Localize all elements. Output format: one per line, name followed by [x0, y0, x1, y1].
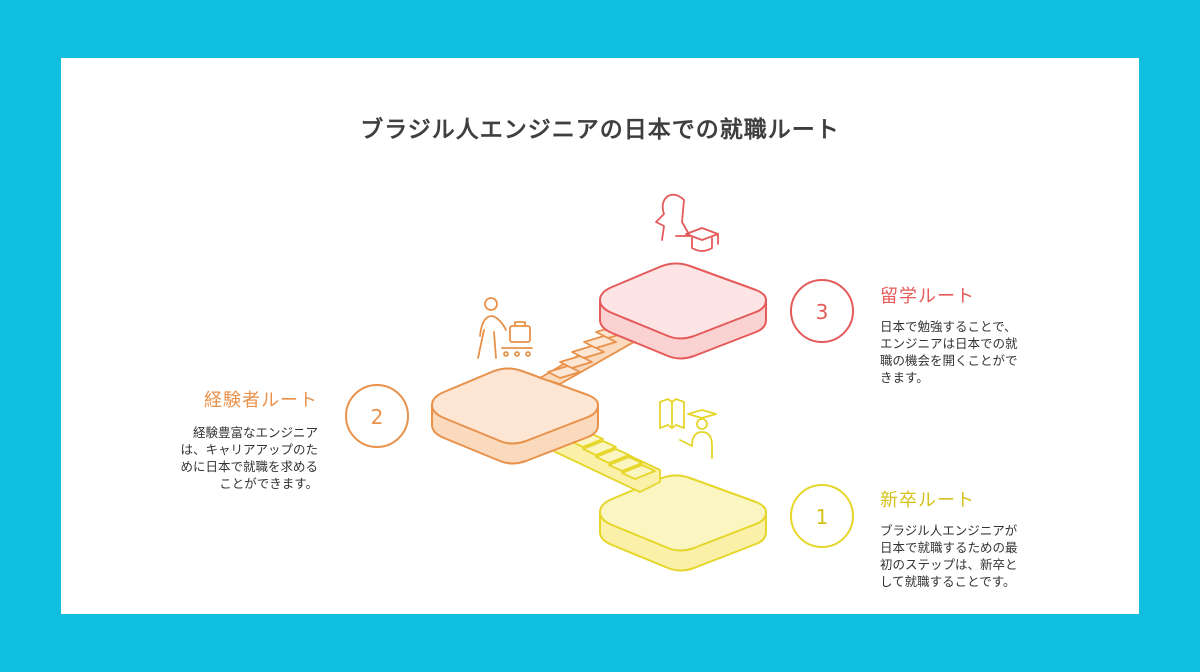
number-circle-2: 2 — [345, 384, 409, 448]
teacher-and-mortarboard-icon — [655, 193, 719, 252]
platform-2 — [431, 367, 599, 465]
route-3-description: 日本で勉強することで、 エンジニアは日本での就 職の機会を開くことがで きます。 — [880, 319, 1018, 385]
platform-3 — [599, 262, 767, 360]
diagram-title: ブラジル人エンジニアの日本での就職ルート — [360, 117, 840, 143]
worker-with-luggage-icon — [477, 297, 533, 359]
route-1-description: ブラジル人エンジニアが 日本で就職するための最 初のステップは、新卒と して就職… — [880, 523, 1018, 589]
graduate-with-document-icon — [659, 398, 717, 459]
route-2-title: 経験者ルート — [204, 390, 318, 411]
route-1-title: 新卒ルート — [880, 490, 975, 511]
number-1: 1 — [816, 505, 829, 529]
route-3-title: 留学ルート — [880, 286, 975, 307]
number-3: 3 — [816, 300, 829, 324]
route-2-description: 経験豊富なエンジニア は、キャリアアップのた めに日本で就職を求める ことができ… — [180, 425, 318, 491]
number-2: 2 — [371, 405, 384, 429]
number-circle-3: 3 — [790, 279, 854, 343]
number-circle-1: 1 — [790, 484, 854, 548]
platform-1 — [599, 474, 767, 572]
